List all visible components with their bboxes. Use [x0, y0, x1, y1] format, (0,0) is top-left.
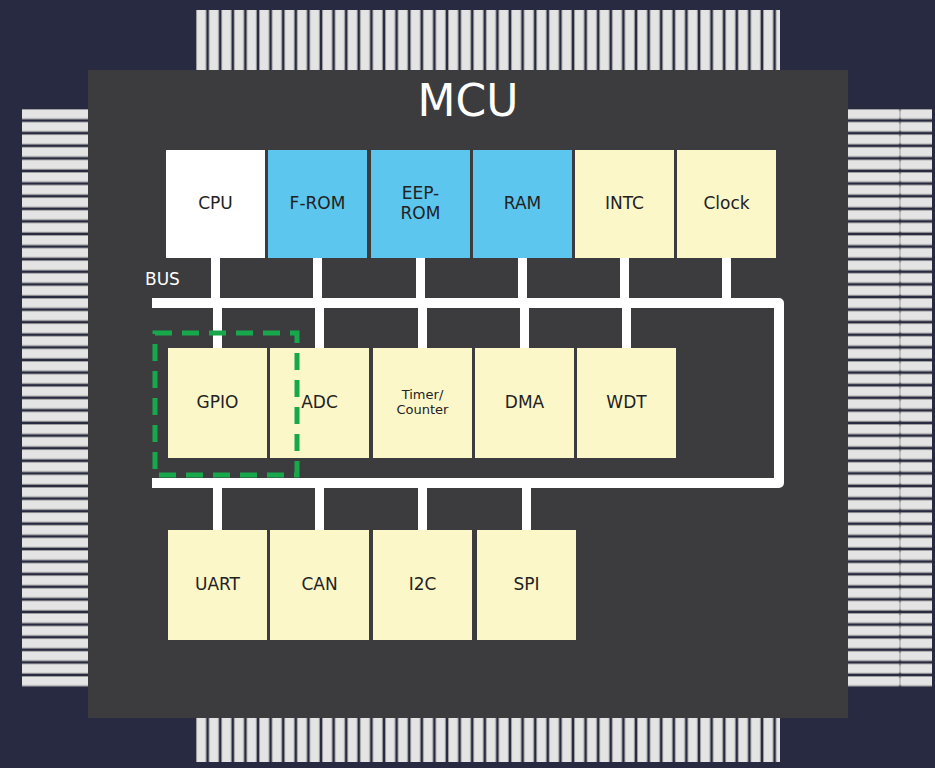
- bus-link: [418, 308, 427, 348]
- block-label: CPU: [198, 194, 233, 214]
- comm-block: SPI: [477, 530, 576, 640]
- bus-label: BUS: [145, 270, 180, 290]
- block-label: GPIO: [197, 393, 239, 413]
- block-label: Clock: [703, 194, 749, 214]
- peripheral-block: Timer/ Counter: [373, 348, 472, 458]
- block-label: DMA: [505, 393, 544, 413]
- peripheral-block: Clock: [677, 150, 776, 258]
- comm-block: UART: [168, 530, 267, 640]
- memory-block: EEP- ROM: [371, 150, 470, 258]
- peripheral-block: WDT: [577, 348, 676, 458]
- peripheral-block: ADC: [270, 348, 369, 458]
- block-label: RAM: [504, 194, 541, 214]
- cpu-block: CPU: [166, 150, 265, 258]
- bus-link: [313, 258, 322, 298]
- peripheral-block: INTC: [575, 150, 674, 258]
- bus-link: [722, 258, 731, 298]
- chip-title: MCU: [418, 76, 519, 127]
- memory-block: RAM: [473, 150, 572, 258]
- block-label: EEP- ROM: [393, 184, 448, 223]
- peripheral-block: GPIO: [168, 348, 267, 458]
- comm-block: I2C: [373, 530, 472, 640]
- bus-link: [315, 308, 324, 348]
- bus-link: [213, 308, 222, 348]
- block-label: UART: [195, 575, 240, 595]
- mcu-chip: MCU CPU F-ROM EEP- ROM RAM INTC ClockBUS GPIO AD…: [88, 70, 848, 718]
- bus-link: [620, 258, 629, 298]
- block-label: CAN: [301, 575, 337, 595]
- block-label: Timer/ Counter: [388, 388, 458, 418]
- bus-link: [213, 488, 222, 530]
- block-label: I2C: [409, 575, 437, 595]
- bus-link: [622, 308, 631, 348]
- block-label: WDT: [606, 393, 646, 413]
- block-label: ADC: [301, 393, 338, 413]
- peripheral-block: DMA: [475, 348, 574, 458]
- comm-block: CAN: [270, 530, 369, 640]
- bus-link: [518, 258, 527, 298]
- bus-link: [416, 258, 425, 298]
- bus-link: [520, 308, 529, 348]
- block-label: SPI: [513, 575, 539, 595]
- bus-link: [418, 488, 427, 530]
- bus-link: [522, 488, 531, 530]
- block-label: F-ROM: [290, 194, 346, 214]
- bus-link: [315, 488, 324, 530]
- block-label: INTC: [605, 194, 644, 214]
- memory-block: F-ROM: [268, 150, 367, 258]
- bus-link: [211, 258, 220, 298]
